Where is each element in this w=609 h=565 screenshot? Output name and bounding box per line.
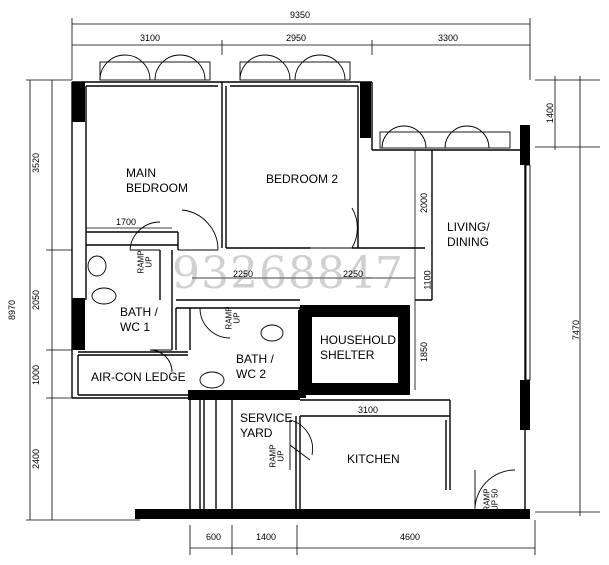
dim-left-2: 2050 — [31, 289, 42, 311]
ramp-label-entrance: RAMP UP 50 — [482, 488, 500, 512]
basin-bath1 — [87, 255, 107, 277]
room-bedroom-2: BEDROOM 2 — [266, 172, 339, 186]
ramp-label-bath1: RAMP UP — [136, 250, 154, 274]
dim-corridor-height: 1100 — [422, 270, 433, 290]
dim-corridor-left: 2250 — [233, 269, 254, 279]
toilet-bath1 — [91, 287, 117, 305]
fixtures — [87, 255, 284, 389]
room-bath-wc-2: BATH / WC 2 — [236, 352, 274, 381]
dim-right-overall: 7470 — [571, 319, 582, 341]
dim-right-top: 1400 — [545, 102, 556, 124]
room-service-yard: SERVICE YARD — [240, 411, 293, 440]
dim-left-1: 3520 — [31, 152, 42, 174]
dim-bottom-3: 4600 — [400, 532, 421, 542]
room-household-shelter: HOUSEHOLD SHELTER — [320, 333, 397, 362]
windows — [99, 54, 531, 381]
thin-walls — [71, 81, 526, 515]
dim-kitchen-width: 3100 — [358, 405, 379, 415]
dim-left-3: 1000 — [31, 364, 42, 386]
dim-living-upper: 2000 — [419, 192, 430, 214]
dim-top-2: 2950 — [286, 33, 307, 43]
dim-left-4: 2400 — [31, 448, 42, 470]
dim-top-1: 3100 — [140, 33, 161, 43]
dimension-lines — [26, 18, 600, 555]
dim-corridor-right: 2250 — [343, 269, 364, 279]
room-main-bedroom: MAIN BEDROOM — [126, 166, 189, 195]
dim-overall-width: 9350 — [290, 10, 311, 20]
room-bath-wc-1: BATH / WC 1 — [120, 305, 158, 334]
dim-bath1-width: 1700 — [116, 217, 137, 227]
dim-bottom-2: 1400 — [256, 532, 277, 542]
phone-watermark: 93268847 — [172, 248, 404, 299]
ramp-label-service-yard: RAMP UP — [268, 444, 286, 468]
dim-top-3: 3300 — [438, 33, 459, 43]
toilet-bath2 — [260, 324, 284, 342]
doors — [129, 207, 516, 513]
dim-bottom-1: 600 — [206, 532, 222, 542]
room-aircon-ledge: AIR-CON LEDGE — [91, 370, 186, 384]
room-kitchen: KITCHEN — [347, 452, 400, 466]
dim-left-overall: 8970 — [7, 299, 18, 321]
room-living-dining: LIVING/ DINING — [447, 220, 490, 249]
basin-bath2 — [199, 371, 225, 389]
dim-shelter-height: 1850 — [419, 341, 430, 363]
ramp-label-bath2: RAMP UP — [224, 306, 242, 330]
